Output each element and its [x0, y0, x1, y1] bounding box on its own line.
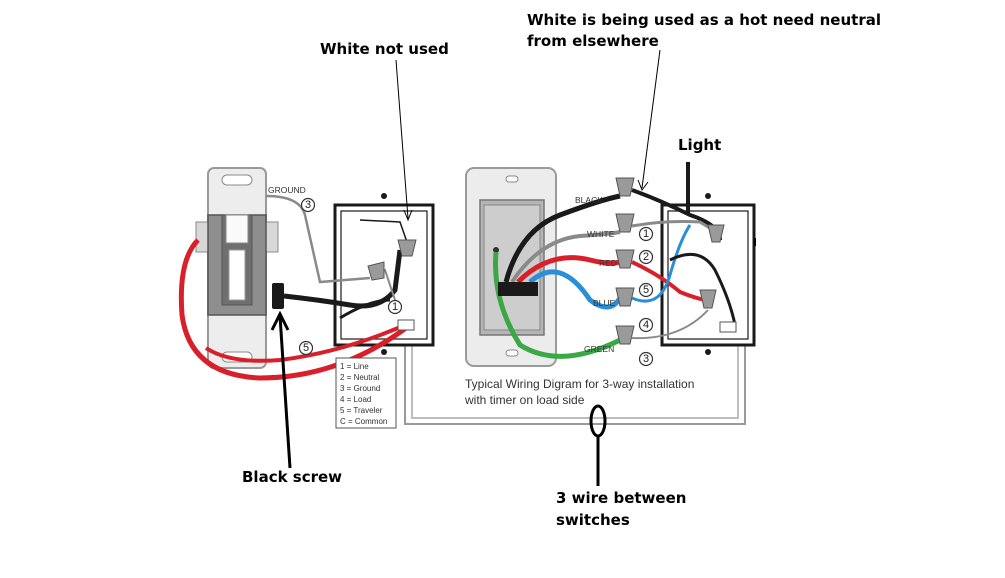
annotation-white-hot-line1: White is being used as a hot need neutra… — [527, 11, 881, 29]
ground-wire-left — [265, 194, 371, 284]
svg-text:5: 5 — [303, 342, 309, 354]
legend-neutral: 2 = Neutral — [340, 373, 380, 382]
gray-wire-right — [631, 309, 709, 340]
marker-3: 3 — [638, 351, 654, 367]
black-wire-left-2 — [339, 298, 391, 320]
svg-text:3: 3 — [305, 199, 311, 211]
arrowhead-black-screw — [270, 310, 290, 331]
label-ground: GROUND — [268, 185, 306, 195]
wire-nuts-left — [367, 239, 417, 331]
annotation-three-wire-line2: switches — [556, 511, 630, 529]
arrowhead-white-not-used — [403, 209, 413, 222]
black-wire-right-2 — [669, 252, 737, 326]
marker-2: 2 — [638, 249, 654, 265]
legend: 1 = Line 2 = Neutral 3 = Ground 4 = Load… — [335, 357, 397, 429]
pointer-white-hot — [641, 49, 661, 189]
marker-line-left-box: 1 — [387, 299, 403, 315]
legend-ground: 3 = Ground — [340, 384, 380, 393]
pointer-black-screw — [278, 315, 292, 469]
legend-common: C = Common — [340, 417, 387, 426]
annotation-white-hot-line2: from elsewhere — [527, 32, 659, 50]
annotation-black-screw: Black screw — [242, 468, 343, 486]
label-green: GREEN — [584, 344, 614, 354]
left-three-way-switch — [195, 167, 279, 369]
blue-wire-right — [631, 224, 692, 303]
annotation-white-not-used: White not used — [320, 40, 449, 58]
timer-terminal-block — [498, 282, 538, 296]
svg-text:5: 5 — [643, 284, 649, 296]
legend-line: 1 = Line — [340, 362, 369, 371]
caption-line2: with timer on load side — [464, 393, 585, 407]
svg-text:4: 4 — [643, 319, 649, 331]
green-wire-center — [493, 251, 622, 359]
svg-text:1: 1 — [643, 228, 649, 240]
svg-text:3: 3 — [643, 353, 649, 365]
label-blue: BLUE — [593, 298, 616, 308]
pointer-white-not-used — [395, 59, 409, 219]
cable-between-switches — [404, 345, 746, 425]
wire-nuts-center — [615, 177, 635, 345]
legend-traveler: 5 = Traveler — [340, 406, 383, 415]
label-white: WHITE — [587, 229, 615, 239]
label-black: BLACK — [575, 195, 603, 205]
timer-switch — [465, 167, 557, 367]
white-wire-right — [631, 220, 717, 234]
caption-line1: Typical Wiring Digram for 3-way installa… — [465, 377, 694, 391]
marker-1: 1 — [638, 226, 654, 242]
marker-4: 4 — [638, 317, 654, 333]
legend-load: 4 = Load — [340, 395, 371, 404]
marker-traveler-left: 5 — [298, 340, 314, 356]
black-screw-terminal — [272, 283, 284, 309]
cable-highlight-loop — [589, 404, 607, 438]
arrowhead-white-hot — [637, 179, 649, 192]
marker-ground-left: 3 — [300, 197, 316, 213]
white-wire-center — [510, 230, 621, 284]
black-wire-center — [503, 193, 621, 283]
svg-text:1: 1 — [392, 301, 398, 313]
wire-nuts-right — [699, 224, 737, 333]
label-red: RED — [599, 258, 617, 268]
blue-wire-center — [528, 269, 623, 310]
annotation-three-wire-line1: 3 wire between — [556, 489, 687, 507]
red-wire-center — [516, 255, 621, 284]
cable-between-switches-inner — [411, 345, 739, 419]
red-traveler-left-2 — [204, 320, 413, 363]
svg-text:2: 2 — [643, 251, 649, 263]
black-wire-left — [283, 249, 403, 309]
white-wire-left — [359, 219, 409, 246]
annotation-light: Light — [678, 136, 722, 154]
marker-5: 5 — [638, 282, 654, 298]
